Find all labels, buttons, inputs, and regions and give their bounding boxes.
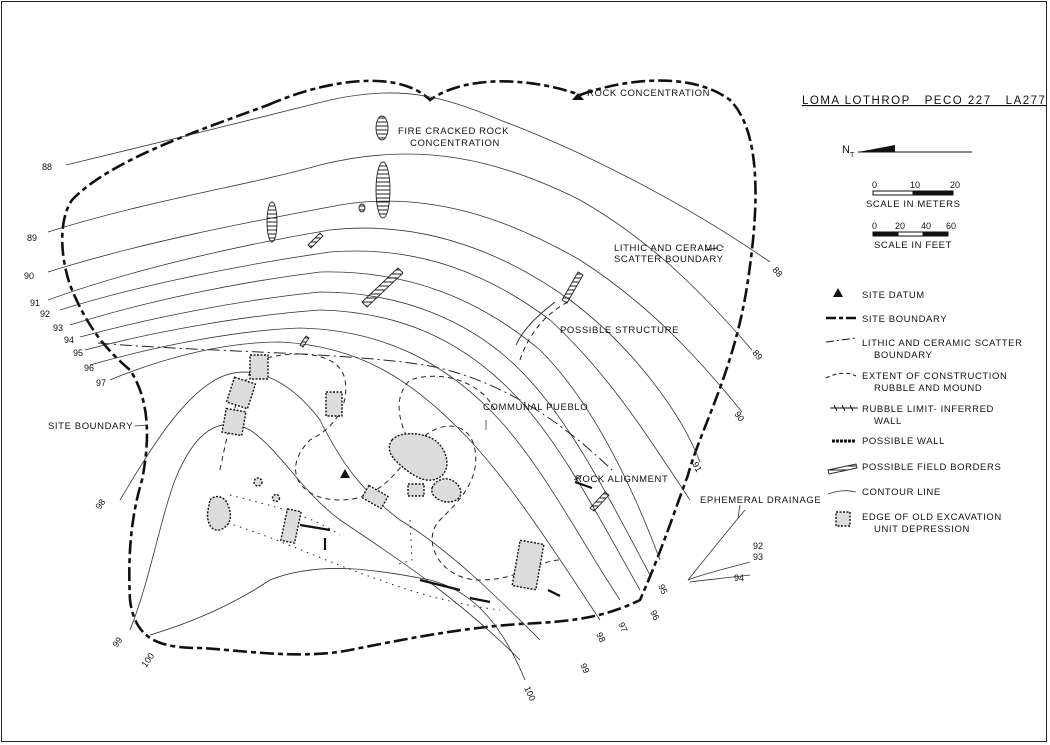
svg-text:WALL: WALL (874, 416, 902, 427)
label-communal-pueblo: COMMUNAL PUEBLO (483, 402, 588, 413)
svg-text:90: 90 (24, 271, 34, 281)
svg-text:BOUNDARY: BOUNDARY (874, 350, 933, 361)
scatter-boundary-line (97, 342, 613, 471)
svg-text:93: 93 (53, 323, 63, 333)
svg-text:0: 0 (872, 180, 877, 190)
label-ephemeral-drainage: EPHEMERAL DRAINAGE (700, 495, 821, 506)
legend-scatter-swatch (825, 337, 857, 343)
svg-text:T: T (850, 152, 855, 159)
svg-text:10: 10 (910, 180, 920, 190)
svg-text:92: 92 (753, 541, 763, 551)
legend-item-label: SITE DATUM (862, 290, 925, 301)
svg-text:94: 94 (64, 335, 74, 345)
svg-text:93: 93 (753, 552, 763, 562)
legend-rubble-swatch (825, 372, 857, 379)
svg-text:89: 89 (750, 348, 764, 362)
svg-text:20: 20 (895, 221, 905, 231)
contour-numbers-right: 88 89 90 91 92 93 94 95 96 97 98 99 100 (522, 265, 784, 703)
label-rock-concentration: ROCK CONCENTRATION (587, 88, 710, 99)
legend: SITE DATUM SITE BOUNDARY LITHIC AND CERA… (825, 288, 1023, 535)
svg-text:RUBBLE LIMIT- INFERRED: RUBBLE LIMIT- INFERRED (862, 404, 994, 415)
svg-text:100: 100 (139, 651, 156, 669)
svg-text:RUBBLE AND MOUND: RUBBLE AND MOUND (874, 383, 982, 394)
contour-numbers-left: 88 89 90 91 92 93 94 95 96 97 98 99 100 (24, 162, 156, 669)
svg-text:98: 98 (93, 497, 107, 511)
excavation-units (206, 354, 545, 591)
legend-datum-icon (833, 288, 843, 297)
svg-text:91: 91 (690, 460, 704, 474)
svg-text:CONTOUR LINE: CONTOUR LINE (862, 487, 941, 498)
rock-concentration-marker (572, 93, 584, 100)
label-scatter-boundary-1: LITHIC AND CERAMIC (614, 243, 724, 254)
svg-text:89: 89 (27, 233, 37, 243)
site-boundary-line (60, 79, 757, 656)
svg-text:95: 95 (73, 348, 83, 358)
svg-text:EXTENT OF CONSTRUCTION: EXTENT OF CONSTRUCTION (862, 371, 1008, 382)
legend-contour-swatch (827, 490, 857, 495)
svg-text:POSSIBLE FIELD BORDERS: POSSIBLE FIELD BORDERS (862, 462, 1001, 473)
svg-text:LITHIC AND CERAMIC SCATTER: LITHIC AND CERAMIC SCATTER (862, 338, 1023, 349)
svg-text:88: 88 (42, 162, 52, 172)
svg-text:SCALE IN METERS: SCALE IN METERS (866, 199, 961, 210)
svg-text:97: 97 (616, 621, 629, 634)
svg-text:EDGE OF OLD EXCAVATION: EDGE OF OLD EXCAVATION (862, 512, 1002, 523)
label-rock-alignment: ROCK ALIGNMENT (575, 474, 668, 485)
svg-text:95: 95 (656, 583, 669, 596)
svg-text:97: 97 (96, 378, 106, 388)
svg-text:SCALE IN FEET: SCALE IN FEET (874, 240, 952, 251)
svg-text:98: 98 (594, 631, 607, 644)
site-datum-marker (340, 469, 350, 478)
north-arrow: N T (842, 144, 972, 159)
label-fire-cracked-2: CONCENTRATION (410, 138, 500, 149)
svg-text:91: 91 (30, 298, 40, 308)
scale-bar-meters: 0 10 20 SCALE IN METERS (866, 180, 961, 210)
label-fire-cracked-1: FIRE CRACKED ROCK (398, 126, 509, 137)
map-title: LOMA LOTHROP PECO 227 LA277 (802, 95, 1046, 107)
svg-text:99: 99 (578, 662, 591, 675)
svg-text:UNIT DEPRESSION: UNIT DEPRESSION (874, 524, 970, 535)
svg-text:0: 0 (872, 221, 877, 231)
svg-text:SITE BOUNDARY: SITE BOUNDARY (862, 314, 947, 325)
rubble-extent-line (219, 353, 561, 581)
svg-text:94: 94 (734, 573, 744, 583)
svg-text:96: 96 (84, 363, 94, 373)
svg-text:88: 88 (770, 265, 784, 279)
svg-text:60: 60 (946, 221, 956, 231)
svg-text:40: 40 (921, 221, 931, 231)
scale-bar-feet: 0 20 40 60 SCALE IN FEET (872, 221, 956, 251)
svg-text:99: 99 (110, 635, 124, 649)
label-possible-structure: POSSIBLE STRUCTURE (560, 325, 679, 336)
legend-field-swatch (827, 463, 858, 475)
legend-unit-swatch (835, 511, 851, 527)
label-scatter-boundary-2: SCATTER BOUNDARY (614, 254, 724, 265)
svg-text:20: 20 (950, 180, 960, 190)
label-site-boundary: SITE BOUNDARY (48, 421, 133, 432)
svg-text:92: 92 (40, 309, 50, 319)
svg-text:100: 100 (522, 685, 537, 703)
svg-text:N: N (842, 144, 851, 156)
svg-text:POSSIBLE WALL: POSSIBLE WALL (862, 436, 945, 447)
svg-text:96: 96 (648, 609, 661, 622)
svg-text:90: 90 (732, 409, 746, 423)
